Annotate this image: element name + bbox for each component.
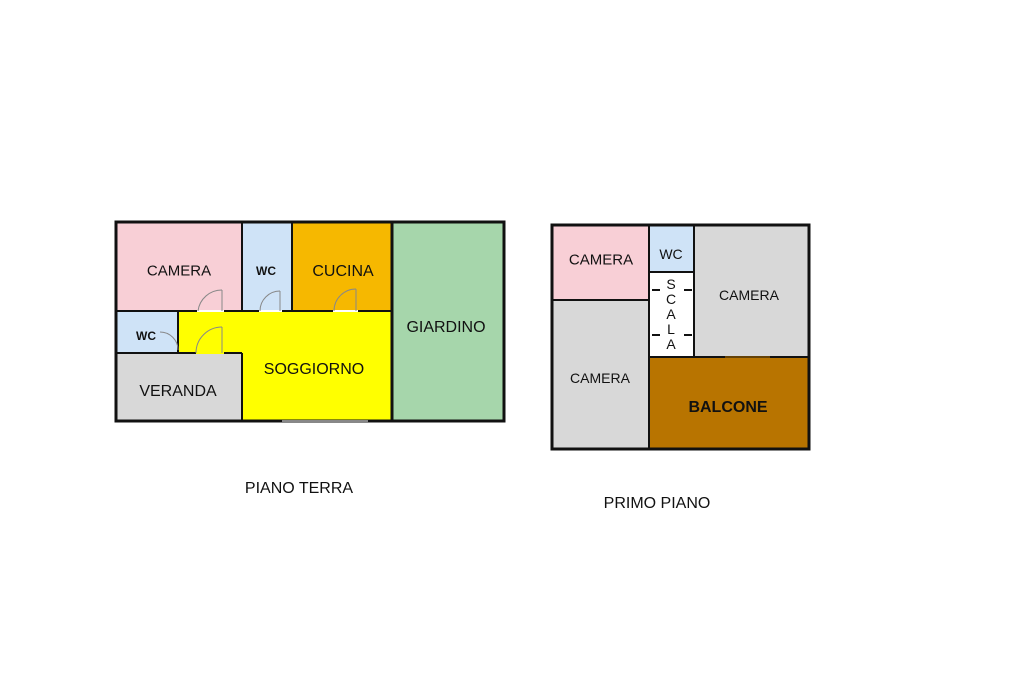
label-camera: CAMERA (146, 262, 212, 280)
door-swing (259, 290, 281, 312)
room-soggiorno-fill (179, 312, 391, 420)
label-veranda: VERANDA (139, 383, 217, 400)
room-wc-lower-fill (117, 312, 177, 352)
room-cucina-fill (293, 223, 391, 310)
stair-label: S C A L A (661, 277, 681, 352)
door-swing (333, 288, 357, 312)
room-camera-fill (117, 223, 241, 310)
label-wc-lower: WC (136, 329, 156, 343)
stair-letter: S (666, 276, 676, 292)
ff-scala-fill (650, 273, 693, 356)
first-floor-caption: PRIMO PIANO (603, 495, 711, 512)
ff-camera-bottom-left-fill (553, 301, 648, 448)
label-ff-camera-right: CAMERA (719, 287, 779, 303)
stair-letter: A (666, 336, 676, 352)
ground-floor-caption: PIANO TERRA (244, 480, 354, 497)
door-swing (159, 331, 179, 351)
stair-letter: L (667, 321, 675, 337)
stair-letter: C (665, 291, 677, 307)
label-ff-wc: WC (659, 246, 683, 262)
ff-camera-right-fill (695, 226, 808, 356)
room-giardino-fill (393, 223, 503, 420)
room-veranda-fill (117, 354, 241, 420)
door-swing (195, 326, 223, 354)
label-ff-camera-top-left: CAMERA (568, 251, 634, 269)
label-wc-upper: WC (256, 264, 276, 278)
ff-camera-top-left-fill (553, 226, 648, 299)
label-soggiorno: SOGGIORNO (263, 361, 365, 378)
ff-wc-fill (650, 226, 693, 271)
door-swing (197, 289, 223, 312)
ff-balcone-fill (650, 358, 808, 448)
label-giardino: GIARDINO (406, 319, 486, 336)
label-ff-camera-bottom-left: CAMERA (570, 370, 630, 386)
label-ff-balcone: BALCONE (688, 399, 768, 416)
stair-letter: A (666, 306, 676, 322)
first-floor-outer-wall (550, 223, 811, 451)
label-cucina: CUCINA (312, 263, 374, 280)
